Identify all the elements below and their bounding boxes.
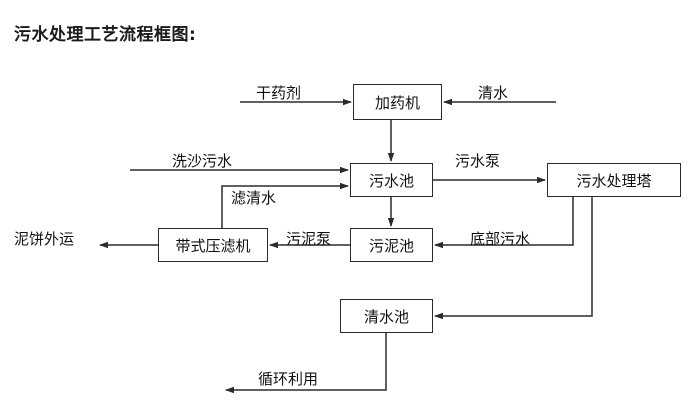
edge-label-filtered-clear-water: 滤清水 [231, 189, 277, 207]
edge-tower-to-sludge-pool [434, 197, 574, 249]
terminal-sand-wash-water: 洗沙污水 [172, 152, 233, 170]
node-label: 污泥池 [368, 236, 414, 255]
edge-label-wastewater-pump: 污水泵 [455, 152, 501, 170]
edge-filtered-water-to-wastewater-pool [221, 182, 349, 228]
node-treatment-tower[interactable]: 污水处理塔 [547, 163, 681, 197]
edge-label-bottom-wastewater: 底部污水 [470, 230, 531, 248]
terminal-dry-chemical: 干药剂 [256, 84, 302, 102]
edge-clean-water-pool-recycle [225, 333, 387, 394]
node-label: 加药机 [374, 93, 420, 112]
node-clean-water-pool[interactable]: 清水池 [340, 299, 433, 333]
edge-label-recycle-reuse: 循环利用 [258, 370, 319, 388]
terminal-clean-water-input: 清水 [478, 84, 509, 102]
terminal-mud-cake-out: 泥饼外运 [14, 230, 75, 248]
node-label: 带式压滤机 [175, 236, 251, 255]
node-dosing-machine[interactable]: 加药机 [353, 84, 442, 120]
edge-label-sludge-pump: 污泥泵 [286, 230, 332, 248]
edge-tower-to-clean-water-pool [434, 197, 593, 320]
node-label: 清水池 [363, 307, 409, 326]
page-title: 污水处理工艺流程框图: [14, 25, 197, 45]
node-sludge-pool[interactable]: 污泥池 [350, 228, 433, 262]
node-label: 污水池 [368, 171, 414, 190]
node-wastewater-pool[interactable]: 污水池 [350, 163, 433, 197]
node-label: 污水处理塔 [576, 171, 652, 190]
node-belt-filter-press[interactable]: 带式压滤机 [158, 228, 268, 262]
